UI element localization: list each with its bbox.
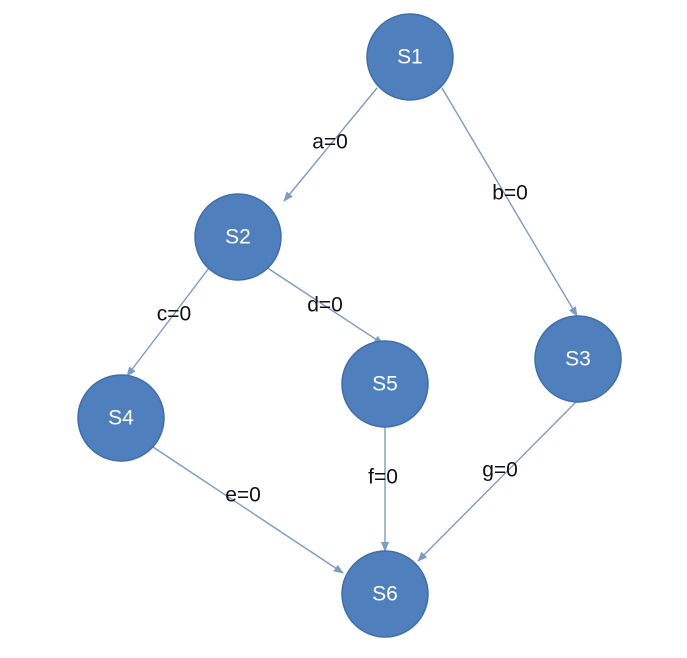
node-s3: S3 — [534, 315, 622, 403]
edge-s1-s3 — [441, 87, 578, 317]
edge-s1-s2 — [283, 87, 378, 202]
node-s4: S4 — [77, 374, 165, 462]
node-s5-label: S5 — [372, 373, 398, 396]
node-s1-label: S1 — [397, 46, 423, 69]
node-s2: S2 — [194, 193, 282, 281]
edge-label-c: c=0 — [157, 303, 191, 326]
node-s4-label: S4 — [108, 407, 134, 430]
edge-s3-s6 — [417, 399, 579, 562]
edge-s2-s4 — [126, 267, 210, 377]
edge-label-d: d=0 — [307, 294, 343, 317]
node-s3-label: S3 — [565, 348, 591, 371]
node-s6: S6 — [341, 550, 429, 638]
node-s5: S5 — [341, 340, 429, 428]
edge-label-b: b=0 — [492, 182, 528, 205]
edge-label-g: g=0 — [482, 459, 518, 482]
edge-label-e: e=0 — [225, 484, 261, 507]
edge-label-a: a=0 — [312, 131, 348, 154]
node-s1: S1 — [366, 13, 454, 101]
edge-label-f: f=0 — [368, 466, 398, 489]
node-s2-label: S2 — [225, 226, 251, 249]
node-s6-label: S6 — [372, 583, 398, 606]
edge-s4-s6 — [152, 446, 344, 574]
edge-s2-s5 — [265, 266, 384, 345]
